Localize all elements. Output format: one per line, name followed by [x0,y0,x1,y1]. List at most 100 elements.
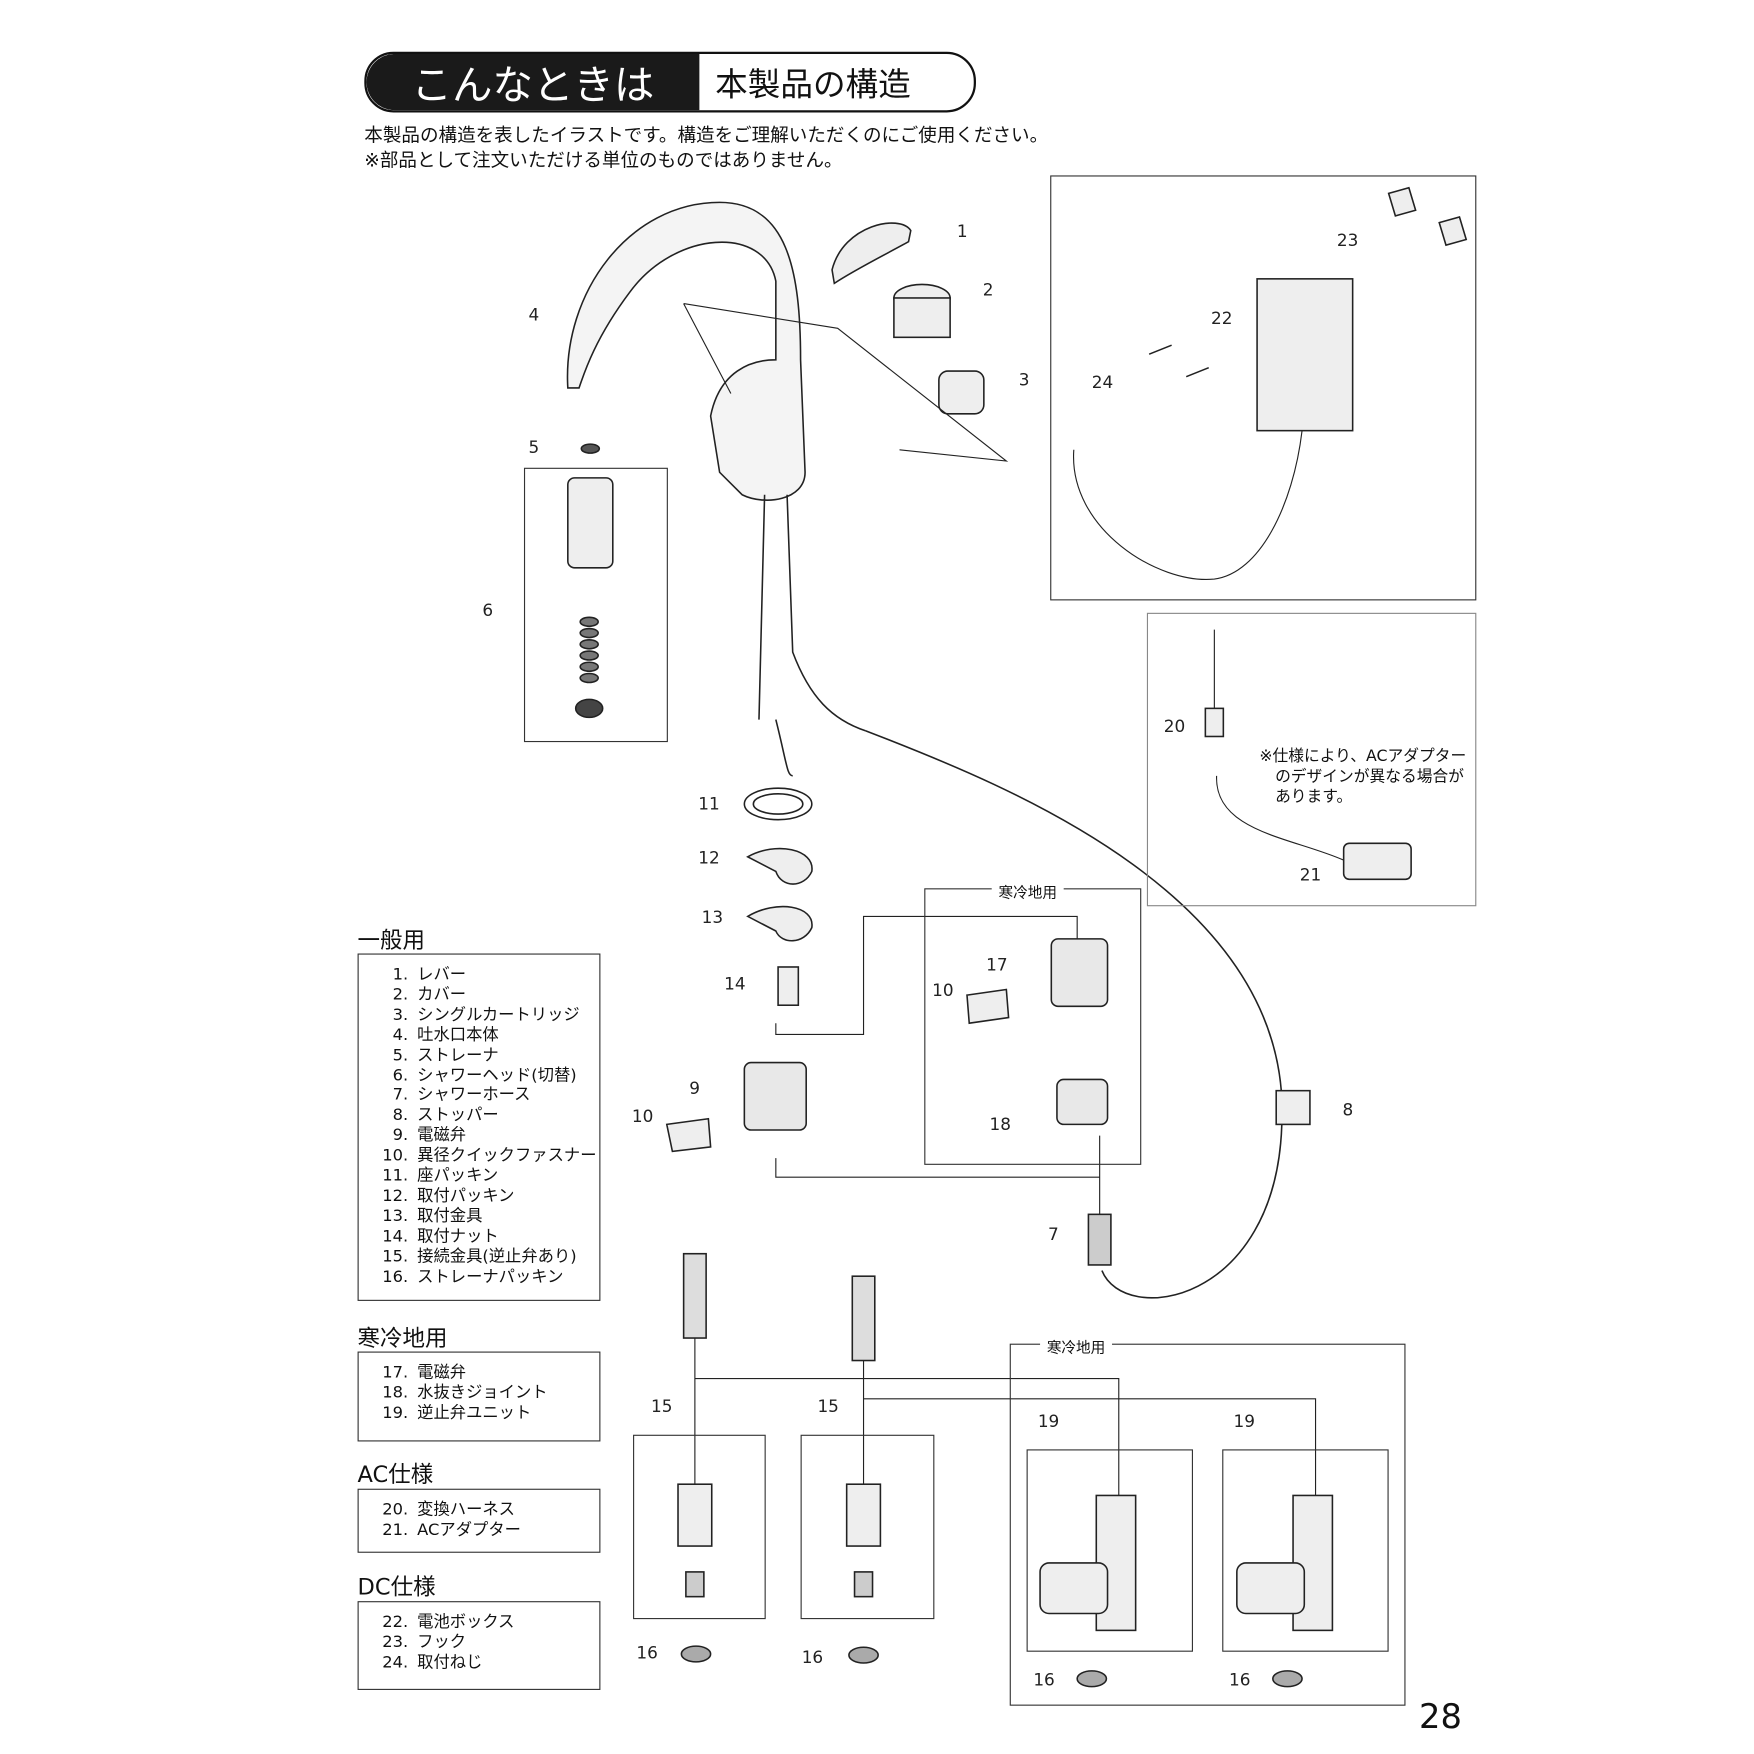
callout-label: 20 [1163,716,1186,737]
lever-part [831,222,912,285]
dc-heading: DC仕様 [357,1573,436,1601]
callout-label: 15 [651,1396,673,1417]
callout-label: 5 [528,437,540,458]
fitting-frame [633,1434,766,1620]
item-number: 4. [392,1026,409,1045]
callout-label: 16 [636,1642,658,1663]
item-number: 1. [392,965,409,984]
list-item: 22. 電池ボックス [368,1614,600,1634]
page-title: 本製品の構造 [715,65,911,104]
callout-label: 10 [631,1106,654,1127]
item-number: 20. [382,1501,409,1520]
intro-text: 本製品の構造を表したイラストです。構造をご理解いただくのにご使用ください。 ※部… [364,124,1048,173]
item-number: 22. [382,1613,409,1632]
list-item: 19. 逆止弁ユニット [368,1404,600,1424]
general-heading: 一般用 [357,926,426,954]
item-name: 異径クイックファスナー [417,1147,597,1166]
item-number: 23. [382,1633,409,1652]
list-item: 10. 異径クイックファスナー [368,1147,600,1167]
item-name: 電池ボックス [417,1613,515,1632]
callout-label: 16 [1228,1669,1251,1690]
cold-frame-valve [924,888,1142,1165]
item-name: 水抜きジョイント [417,1384,548,1403]
callout-label: 22 [1210,308,1233,329]
item-name: 接続金具(逆止弁あり) [417,1247,577,1266]
note-line: ※仕様により、ACアダプター [1259,747,1467,766]
list-item: 15. 接続金具(逆止弁あり) [368,1248,600,1268]
dc-frame [1050,175,1477,601]
list-item: 18.水抜きジョイント [368,1384,600,1404]
item-number: 13. [382,1207,409,1226]
cold-tag: 寒冷地用 [991,880,1064,902]
item-number: 10. [382,1147,409,1166]
item-number: 9. [392,1126,409,1145]
list-item: 24.取付ねじ [368,1654,600,1674]
item-number: 15. [382,1247,409,1266]
list-item: 13.取付金具 [368,1207,600,1227]
callout-label: 4 [528,304,540,325]
cold-tag: 寒冷地用 [1040,1335,1113,1358]
item-number: 6. [392,1066,409,1085]
list-item: 12.取付パッキン [368,1187,600,1207]
callout-label: 19 [1037,1411,1060,1432]
note-line: あります。 [1275,788,1353,807]
ac-heading: AC仕様 [357,1460,434,1488]
item-number: 5. [392,1046,409,1065]
list-item: 3. シングルカートリッジ [368,1006,600,1026]
callout-label: 11 [698,793,720,815]
list-item: 20. 変換ハーネス [368,1501,600,1521]
list-item: 5. ストレーナ [368,1046,600,1066]
callout-label: 17 [986,954,1008,975]
item-name: 電磁弁 [417,1126,467,1145]
item-name: 変換ハーネス [417,1501,515,1520]
section-header: こんなときは 本製品の構造 [364,51,976,113]
list-item: 23.フック [368,1634,600,1654]
cartridge-part [938,370,985,415]
callout-label: 3 [1018,369,1030,391]
page-number: 28 [1418,1697,1462,1738]
item-name: 取付ナット [417,1227,499,1246]
item-name: ACアダプター [417,1521,521,1540]
item-name: ストレーナ [417,1046,499,1065]
callout-label: 13 [701,907,724,928]
battery-box-part [1256,278,1354,432]
item-name: 吐水口本体 [417,1026,499,1045]
callout-label: 1 [956,221,968,242]
cold-frame-check [1009,1343,1406,1706]
item-name: ストレーナパッキン [417,1267,564,1286]
item-number: 2. [392,985,409,1004]
list-item: 8.ストッパー [368,1107,600,1127]
item-number: 19. [382,1404,409,1423]
item-name: カバー [417,985,467,1004]
item-name: シングルカートリッジ [417,1006,580,1025]
callout-label: 21 [1299,864,1322,885]
callout-label: 9 [689,1078,700,1099]
callout-label: 14 [724,973,746,994]
item-number: 3. [392,1006,409,1025]
item-number: 8. [392,1106,409,1125]
item-name: 取付ねじ [417,1653,483,1672]
list-item: 17.電磁弁 [368,1364,600,1384]
list-item: 1.レバー [368,966,600,986]
check-valve-frame [1222,1449,1389,1652]
list-item: 4. 吐水口本体 [368,1026,600,1046]
list-item: 14.取付ナット [368,1228,600,1248]
callout-label: 18 [989,1114,1011,1135]
list-item: 2. カバー [368,986,600,1006]
list-item: 21.ACアダプター [368,1521,600,1541]
ac-note: ※仕様により、ACアダプター のデザインが異なる場合が あります。 [1259,747,1466,808]
callout-label: 23 [1336,230,1359,251]
callout-label: 12 [698,847,720,869]
callout-label: 6 [482,600,494,621]
callout-label: 10 [932,980,954,1001]
item-name: 逆止弁ユニット [417,1404,532,1423]
item-name: シャワーホース [417,1086,531,1105]
callout-label: 16 [801,1647,824,1668]
fitting-frame [800,1434,935,1620]
list-item: 16.ストレーナパッキン [368,1268,600,1288]
check-valve-frame [1026,1449,1193,1652]
